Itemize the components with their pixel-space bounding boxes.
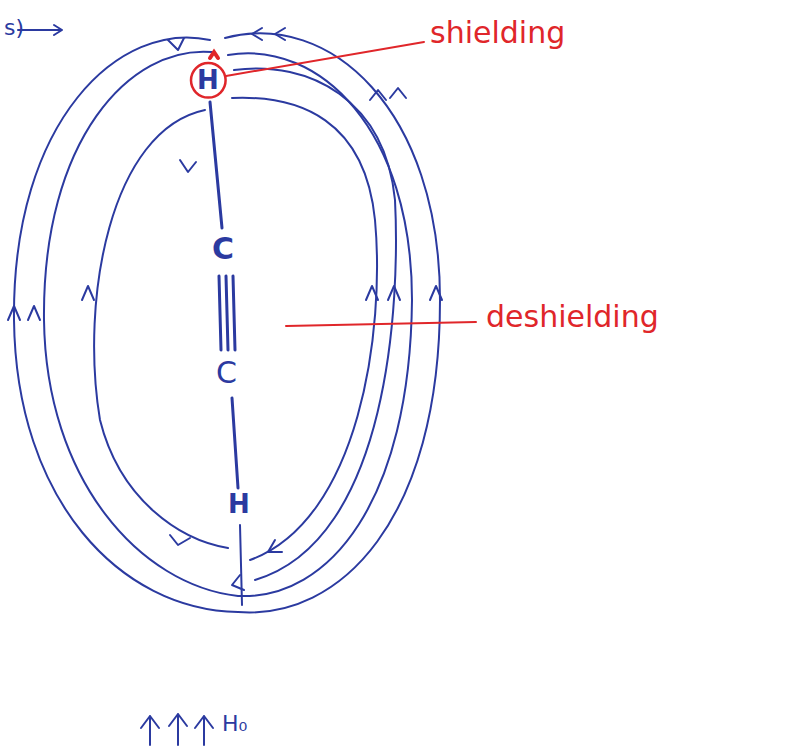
field-arrowhead <box>180 160 196 172</box>
field-line <box>94 110 228 548</box>
pointer-arrow <box>18 25 62 35</box>
atom-label: H₀ <box>222 712 247 736</box>
annotation-label: deshielding <box>486 300 659 333</box>
single-bond <box>210 102 222 228</box>
atom-symbol: H <box>197 66 219 95</box>
atom-label: H <box>228 490 250 519</box>
axis-line <box>240 525 242 605</box>
field-arrow <box>141 716 159 745</box>
ink-mark <box>210 52 218 58</box>
annotation-label: shielding <box>430 16 565 49</box>
leader-line <box>226 42 424 76</box>
leader-line <box>286 322 476 326</box>
field-arrowhead <box>8 306 40 320</box>
field-arrow <box>195 716 213 745</box>
triple-bond <box>219 276 235 350</box>
field-arrowhead <box>168 38 184 50</box>
field-arrowhead <box>268 540 282 552</box>
field-arrowhead <box>370 88 406 100</box>
field-arrow <box>169 714 187 745</box>
field-arrowhead <box>82 286 94 300</box>
atom-label: s) <box>4 16 24 40</box>
circled-atom: H <box>190 62 227 99</box>
atom-label: C <box>216 356 237 389</box>
field-arrowhead <box>366 286 442 300</box>
single-bond <box>232 398 238 488</box>
atom-label: C <box>212 232 234 265</box>
field-line <box>14 33 440 612</box>
field-arrowhead <box>252 28 285 40</box>
field-arrowhead <box>170 535 244 590</box>
field-line <box>232 98 377 560</box>
